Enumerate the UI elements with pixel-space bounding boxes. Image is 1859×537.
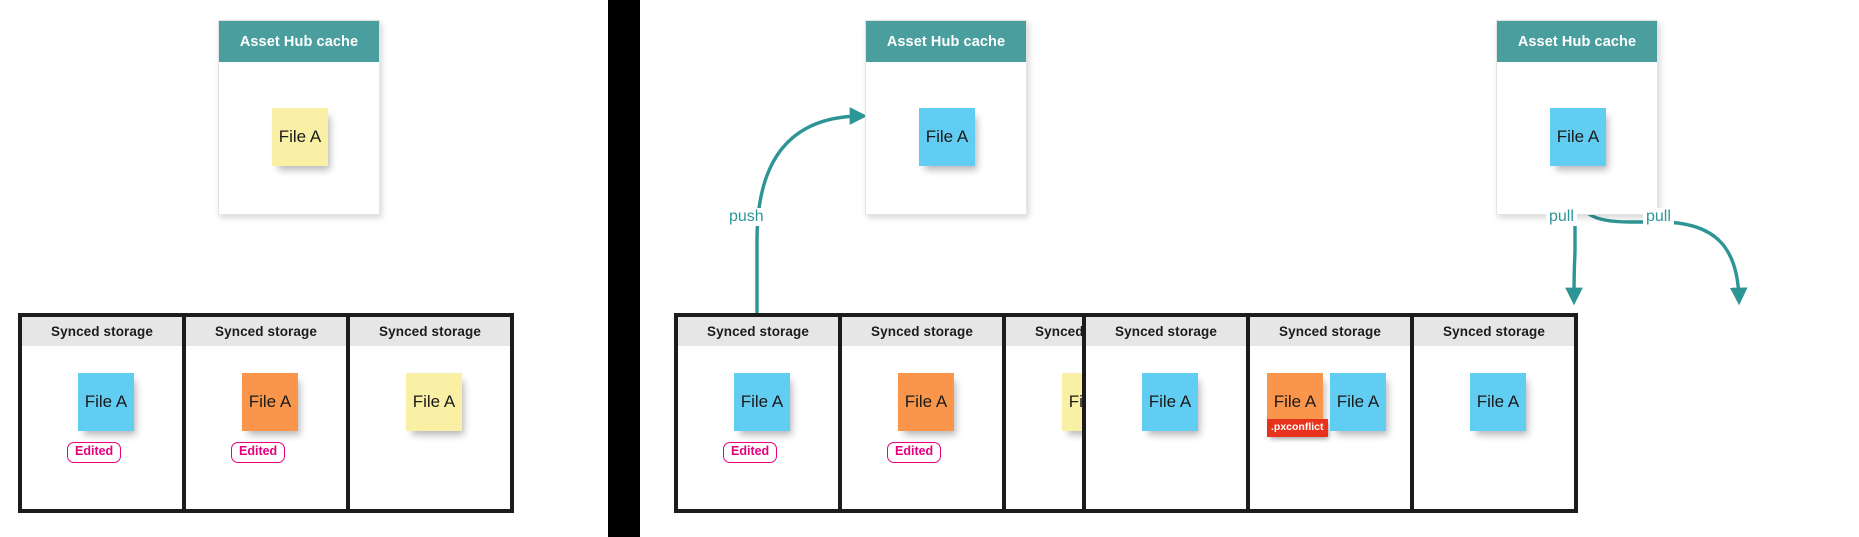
- file-note[interactable]: File A: [898, 373, 954, 431]
- synced-storage-panel: Synced storage File A Edited: [838, 313, 1006, 513]
- synced-storage-title: Synced storage: [678, 317, 838, 346]
- file-note[interactable]: File A: [1470, 373, 1526, 431]
- synced-storage-title: Synced storage: [1086, 317, 1246, 346]
- status-badge-edited: Edited: [723, 442, 778, 463]
- synced-storage-title: Synced storage: [350, 317, 510, 346]
- synced-storage-body: File A Edited: [22, 346, 182, 509]
- file-note[interactable]: File A: [734, 373, 790, 431]
- synced-storage-body: File A .pxconflict File A: [1250, 346, 1410, 509]
- synced-storage-body: File A Edited: [186, 346, 346, 509]
- status-badge-edited: Edited: [887, 442, 942, 463]
- status-badge-edited: Edited: [231, 442, 286, 463]
- asset-hub-cache-body: File A: [219, 62, 379, 214]
- asset-hub-cache-title: Asset Hub cache: [866, 21, 1026, 62]
- push-arrow-label: push: [726, 208, 767, 226]
- file-note[interactable]: File A: [272, 108, 328, 166]
- asset-hub-cache-body: File A: [1497, 62, 1657, 214]
- asset-hub-cache-title: Asset Hub cache: [219, 21, 379, 62]
- synced-storage-body: File A: [1414, 346, 1574, 509]
- asset-hub-cache-panel: Asset Hub cache File A: [218, 20, 380, 215]
- synced-storage-title: Synced storage: [186, 317, 346, 346]
- synced-storage-title: Synced storage: [842, 317, 1002, 346]
- pull-arrow-label-right: pull: [1643, 208, 1674, 226]
- asset-hub-cache-panel: Asset Hub cache File A: [1496, 20, 1658, 215]
- status-badge-pxconflict: .pxconflict: [1267, 419, 1328, 437]
- synced-storage-panel: Synced storage File A Edited: [674, 313, 842, 513]
- panel-divider-1: [608, 0, 640, 537]
- file-note[interactable]: File A: [406, 373, 462, 431]
- synced-storage-panel: Synced storage File A Edited: [182, 313, 350, 513]
- file-note[interactable]: File A: [1330, 373, 1386, 431]
- synced-storage-panel: Synced storage File A: [1082, 313, 1250, 513]
- synced-storage-title: Synced storage: [1250, 317, 1410, 346]
- synced-storage-title: Synced storage: [22, 317, 182, 346]
- synced-storage-panel: Synced storage File A: [346, 313, 514, 513]
- asset-hub-cache-title: Asset Hub cache: [1497, 21, 1657, 62]
- asset-hub-cache-body: File A: [866, 62, 1026, 214]
- synced-storage-title: Synced storage: [1414, 317, 1574, 346]
- file-note[interactable]: File A: [242, 373, 298, 431]
- synced-storage-body: File A: [350, 346, 510, 509]
- file-note[interactable]: File A: [1550, 108, 1606, 166]
- file-note[interactable]: File A: [919, 108, 975, 166]
- synced-storage-panel: Synced storage File A .pxconflict File A: [1246, 313, 1414, 513]
- file-note[interactable]: File A: [1142, 373, 1198, 431]
- synced-storage-body: File A Edited: [842, 346, 1002, 509]
- synced-storage-body: File A: [1086, 346, 1246, 509]
- synced-storage-panel: Synced storage File A Edited: [18, 313, 186, 513]
- synced-storage-panel: Synced storage File A: [1410, 313, 1578, 513]
- pull-arrow-label-left: pull: [1546, 208, 1577, 226]
- asset-hub-cache-panel: Asset Hub cache File A: [865, 20, 1027, 215]
- synced-storage-body: File A Edited: [678, 346, 838, 509]
- push-arrow: [755, 107, 868, 330]
- file-note[interactable]: File A: [78, 373, 134, 431]
- status-badge-edited: Edited: [67, 442, 122, 463]
